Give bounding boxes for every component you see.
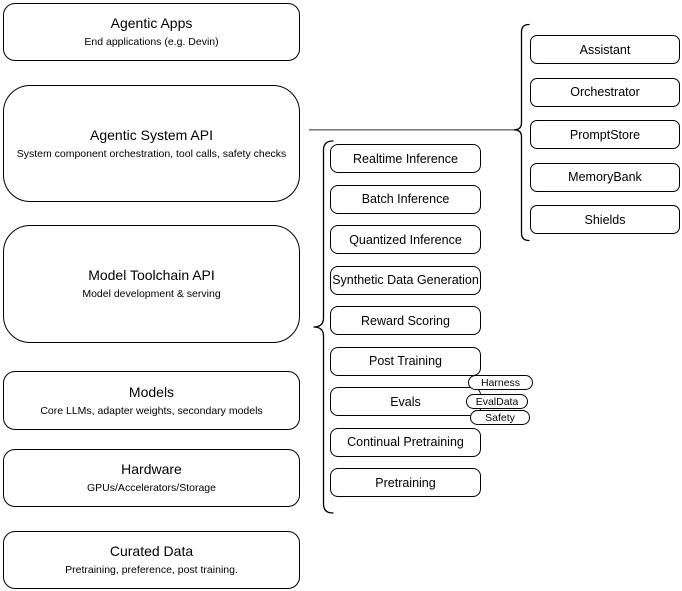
node-reward-scoring: Reward Scoring (330, 306, 481, 335)
system-components-column: Assistant Orchestrator PromptStore Memor… (530, 35, 680, 234)
node-batch-inference: Batch Inference (330, 184, 481, 214)
node-orchestrator: Orchestrator (530, 77, 680, 107)
node-memorybank: MemoryBank (530, 162, 680, 192)
node-evals: Evals (330, 387, 481, 416)
node-subtitle: Model development & serving (82, 288, 221, 300)
node-subtitle: GPUs/Accelerators/Storage (87, 482, 216, 494)
node-subtitle: System component orchestration, tool cal… (16, 147, 287, 160)
node-title: Model Toolchain API (88, 267, 215, 283)
node-shields: Shields (530, 205, 680, 234)
node-curated-data: Curated Data Pretraining, preference, po… (3, 531, 300, 589)
node-realtime-inference: Realtime Inference (330, 144, 481, 173)
components-brace (513, 23, 530, 242)
node-pretraining: Pretraining (330, 468, 481, 497)
pill-harness: Harness (468, 375, 533, 390)
node-subtitle: End applications (e.g. Devin) (84, 36, 219, 48)
toolchain-services-column: Realtime Inference Batch Inference Quant… (330, 144, 481, 497)
node-continual-pretraining: Continual Pretraining (330, 427, 481, 457)
node-assistant: Assistant (530, 35, 680, 64)
node-hardware: Hardware GPUs/Accelerators/Storage (3, 449, 300, 507)
node-title: Curated Data (109, 543, 194, 559)
pill-safety: Safety (470, 410, 530, 425)
node-agentic-apps: Agentic Apps End applications (e.g. Devi… (3, 3, 300, 61)
node-post-training: Post Training (330, 346, 481, 376)
pill-evaldata: EvalData (466, 394, 528, 409)
node-synthetic-data-generation: Synthetic Data Generation (330, 265, 481, 295)
node-title: Models (128, 383, 175, 400)
node-promptstore: PromptStore (530, 120, 680, 149)
node-agentic-system-api: Agentic System API System component orch… (3, 85, 300, 202)
node-model-toolchain-api: Model Toolchain API Model development & … (3, 225, 300, 343)
node-models: Models Core LLMs, adapter weights, secon… (3, 371, 300, 430)
node-quantized-inference: Quantized Inference (330, 225, 481, 254)
node-subtitle: Core LLMs, adapter weights, secondary mo… (40, 404, 263, 417)
node-title: Hardware (121, 461, 182, 477)
node-title: Agentic Apps (110, 15, 193, 31)
node-subtitle: Pretraining, preference, post training. (65, 564, 238, 576)
node-title: Agentic System API (90, 126, 213, 143)
